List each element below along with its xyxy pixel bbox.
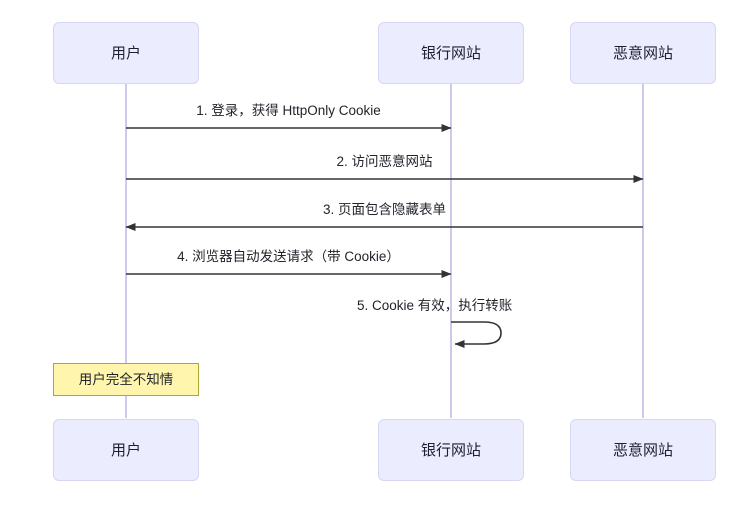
message-label-5: 5. Cookie 有效，执行转账 (357, 298, 513, 313)
participant-evil-bottom[interactable]: 恶意网站 (570, 419, 716, 481)
note-user-unaware: 用户完全不知情 (53, 363, 199, 396)
lifeline-evil (642, 84, 644, 418)
message-label-3: 3. 页面包含隐藏表单 (322, 202, 446, 217)
participant-user-bottom-label: 用户 (110, 441, 141, 459)
participant-evil-top-label: 恶意网站 (612, 44, 673, 62)
participant-bank-top[interactable]: 银行网站 (378, 22, 524, 84)
participant-evil-bottom-label: 恶意网站 (612, 441, 673, 459)
message-arrow-5-self-loop (451, 321, 502, 348)
participant-user-bottom[interactable]: 用户 (53, 419, 199, 481)
participant-user-top[interactable]: 用户 (53, 22, 199, 84)
message-label-4: 4. 浏览器自动发送请求（带 Cookie） (177, 249, 400, 264)
participant-bank-bottom-label: 银行网站 (420, 441, 481, 459)
lifeline-user (125, 84, 127, 418)
participant-user-top-label: 用户 (110, 44, 141, 62)
participant-bank-top-label: 银行网站 (420, 44, 481, 62)
message-label-1: 1. 登录，获得 HttpOnly Cookie (196, 103, 381, 118)
lifeline-bank (450, 84, 452, 418)
participant-evil-top[interactable]: 恶意网站 (570, 22, 716, 84)
participant-bank-bottom[interactable]: 银行网站 (378, 419, 524, 481)
message-label-2: 2. 访问恶意网站 (336, 154, 433, 169)
note-user-unaware-label: 用户完全不知情 (78, 371, 174, 387)
